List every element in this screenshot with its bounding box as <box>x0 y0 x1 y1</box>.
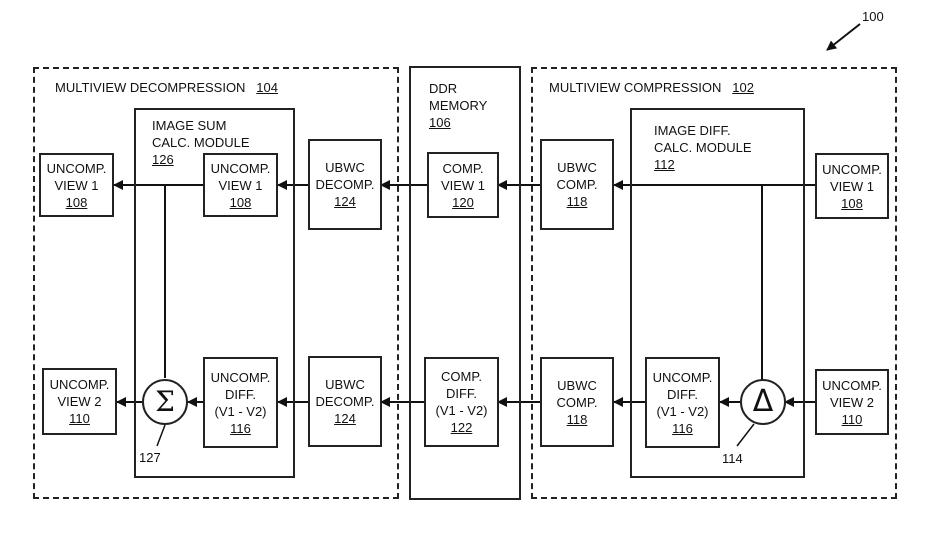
box-line: UNCOMP. <box>652 369 713 385</box>
box-ref: 108 <box>841 195 863 211</box>
delta-icon: Δ <box>752 384 774 419</box>
sum-module-line2: CALC. MODULE <box>152 135 250 150</box>
box-line: UBWC <box>557 377 597 393</box>
box-line: UNCOMP. <box>210 369 271 385</box>
box-ref: 124 <box>334 411 356 426</box>
memory-line1: DDR <box>429 81 458 96</box>
compression-title: MULTIVIEW COMPRESSION 102 <box>549 79 754 96</box>
box-line: VIEW 1 <box>54 177 99 193</box>
box-line: DECOMP. <box>315 394 375 409</box>
ubwc-decomp-top-box: UBWC DECOMP. 124 <box>308 139 382 230</box>
box-ref: 124 <box>334 194 356 209</box>
memory-line2: MEMORY <box>429 98 488 113</box>
box-ref: 108 <box>65 194 88 210</box>
box-line: DIFF. <box>224 386 257 402</box>
diff-module-ref: 112 <box>654 157 675 172</box>
sum-module-line1: IMAGE SUM <box>152 118 227 133</box>
box-line: VIEW 1 <box>218 177 263 193</box>
box-ref: 118 <box>566 411 588 427</box>
memory-ref: 106 <box>429 115 451 130</box>
diff-module-line2: CALC. MODULE <box>654 140 752 155</box>
compression-title-text: MULTIVIEW COMPRESSION <box>549 80 722 95</box>
image-diff-calc-module <box>630 108 805 478</box>
box-ref: 116 <box>672 420 693 436</box>
image-sum-calc-module-title: IMAGE SUM CALC. MODULE 126 <box>152 117 250 168</box>
box-line: COMP. <box>556 177 598 192</box>
multiview-compression-group <box>531 67 897 499</box>
diff-operator-ref: 114 <box>722 451 743 466</box>
uncomp-diff-encoded-box: UNCOMP. DIFF. (V1 - V2) 116 <box>645 357 720 448</box>
box-line: (V1 - V2) <box>656 403 709 419</box>
box-line: DECOMP. <box>315 177 375 192</box>
box-line: UBWC <box>557 160 597 175</box>
box-line: UNCOMP. <box>822 377 882 393</box>
comp-diff-box: COMP. DIFF. (V1 - V2) 122 <box>424 357 499 447</box>
uncomp-view1-decoded-box: UNCOMP. VIEW 1 108 <box>203 153 278 217</box>
sum-module-ref: 126 <box>152 152 174 167</box>
figure-ref-arrow <box>826 23 861 51</box>
box-line: UNCOMP. <box>49 377 110 392</box>
compression-ref: 102 <box>732 80 754 95</box>
uncomp-view1-output-box: UNCOMP. VIEW 1 108 <box>39 153 114 217</box>
ddr-memory-title: DDR MEMORY 106 <box>429 80 487 131</box>
image-sum-calc-module <box>134 108 295 478</box>
diff-operator: Δ <box>740 379 786 425</box>
box-line: VIEW 2 <box>829 394 875 410</box>
box-line: COMP. <box>442 160 484 176</box>
decompression-title: MULTIVIEW DECOMPRESSION 104 <box>55 79 278 96</box>
box-line: VIEW 1 <box>829 178 875 194</box>
decompression-title-text: MULTIVIEW DECOMPRESSION <box>55 80 246 95</box>
box-line: UNCOMP. <box>822 161 882 177</box>
ubwc-decomp-bottom-box: UBWC DECOMP. 124 <box>308 356 382 447</box>
box-ref: 120 <box>452 194 474 210</box>
ddr-memory-group <box>409 66 521 500</box>
leader-127 <box>156 424 166 447</box>
box-ref: 118 <box>566 194 588 209</box>
box-line: VIEW 1 <box>440 177 486 193</box>
box-line: DIFF. <box>666 386 699 402</box>
uncomp-view2-input-box: UNCOMP. VIEW 2 110 <box>815 369 889 435</box>
box-ref: 108 <box>229 194 252 210</box>
ubwc-comp-bottom-box: UBWC COMP. 118 <box>540 357 614 447</box>
image-diff-calc-module-title: IMAGE DIFF. CALC. MODULE 112 <box>654 122 752 173</box>
box-ref: 110 <box>69 411 90 426</box>
sum-operator: Σ <box>142 379 188 425</box>
box-line: COMP. <box>556 394 598 410</box>
box-line: COMP. <box>441 369 482 384</box>
uncomp-diff-decoded-box: UNCOMP. DIFF. (V1 - V2) 116 <box>203 357 278 448</box>
box-ref: 116 <box>230 420 251 436</box>
box-line: UBWC <box>325 377 365 392</box>
comp-view1-box: COMP. VIEW 1 120 <box>427 152 499 218</box>
box-ref: 110 <box>841 411 863 427</box>
multiview-decompression-group <box>33 67 399 499</box>
box-line: VIEW 2 <box>57 394 102 409</box>
box-ref: 122 <box>450 420 473 435</box>
box-line: DIFF. <box>445 386 478 401</box>
diff-module-line1: IMAGE DIFF. <box>654 123 731 138</box>
figure-ref-label: 100 <box>862 9 884 24</box>
uncomp-view2-output-box: UNCOMP. VIEW 2 110 <box>42 368 117 435</box>
box-line: UNCOMP. <box>46 160 107 176</box>
box-line: (V1 - V2) <box>214 403 267 419</box>
box-line: UBWC <box>325 160 365 175</box>
uncomp-view1-input-box: UNCOMP. VIEW 1 108 <box>815 153 889 219</box>
ubwc-comp-top-box: UBWC COMP. 118 <box>540 139 614 230</box>
sigma-icon: Σ <box>155 385 175 418</box>
box-line: UNCOMP. <box>210 160 271 176</box>
decompression-ref: 104 <box>256 80 278 95</box>
sum-operator-ref: 127 <box>139 450 161 465</box>
box-line: (V1 - V2) <box>435 403 488 418</box>
leader-114 <box>736 423 755 447</box>
